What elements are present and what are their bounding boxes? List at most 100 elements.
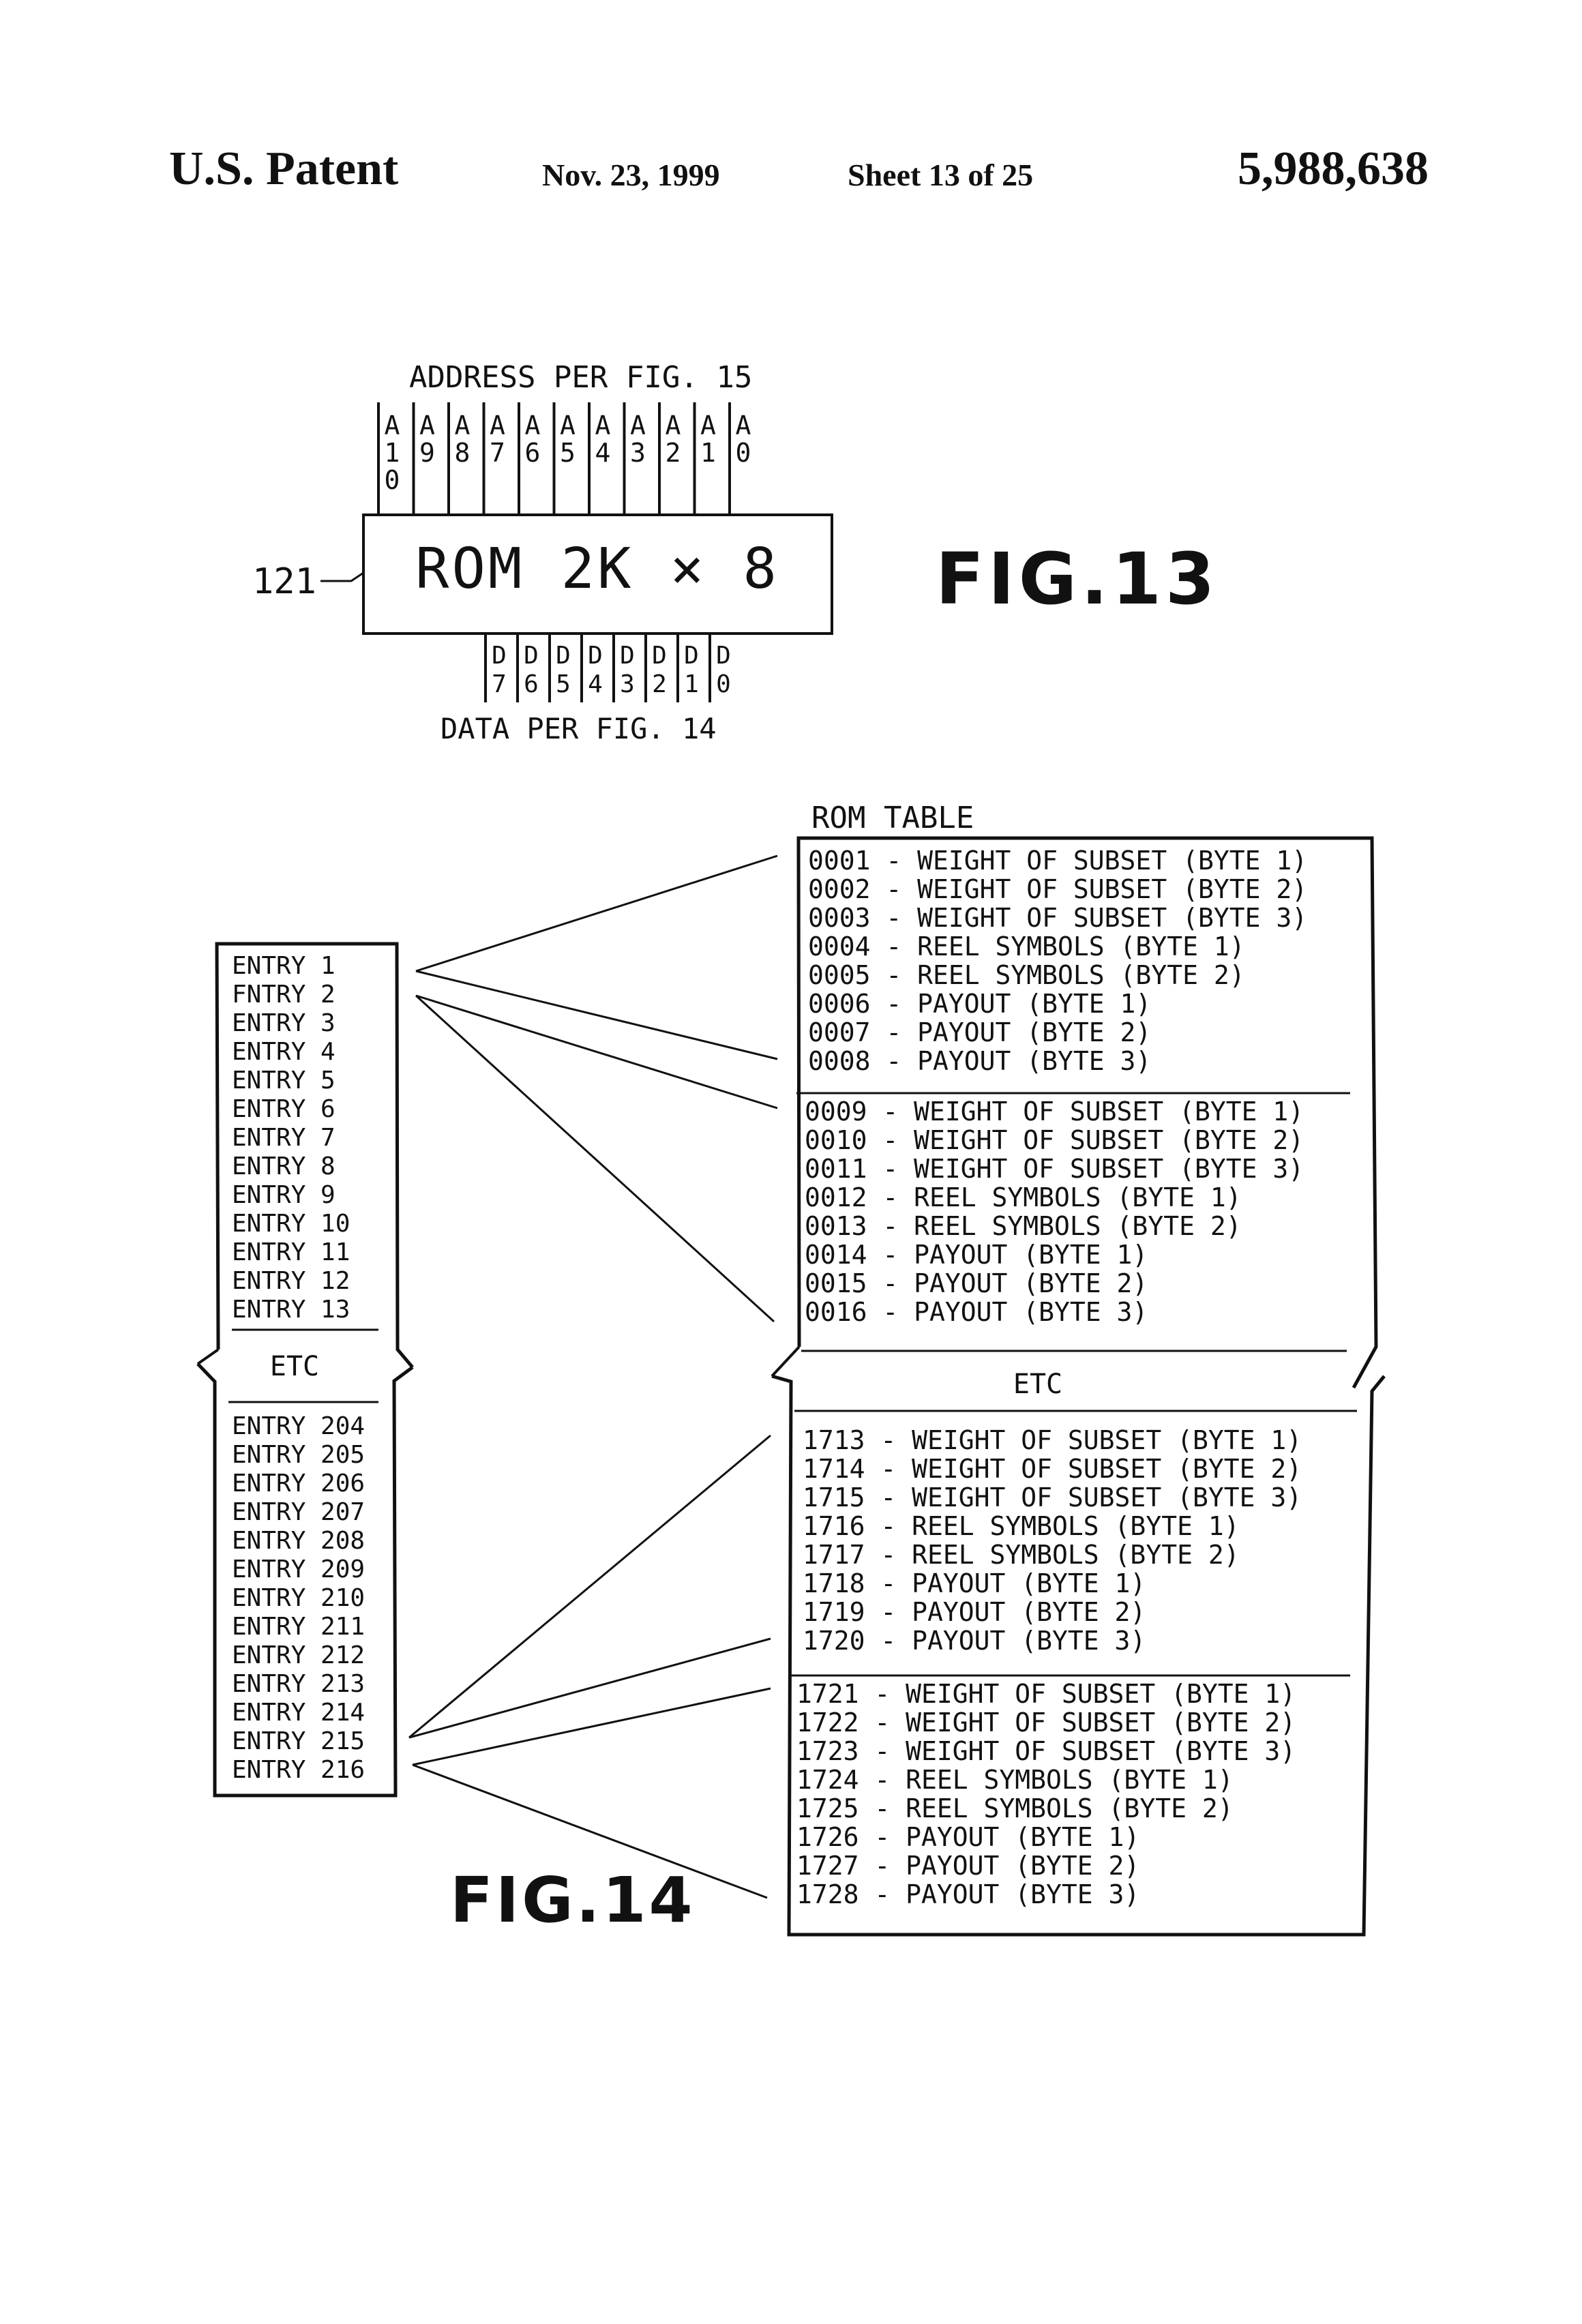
- entry-item: ENTRY 1: [232, 952, 335, 980]
- address-label: ADDRESS PER FIG. 15: [409, 360, 752, 395]
- rom-table-row: 1713 - WEIGHT OF SUBSET (BYTE 1): [803, 1425, 1302, 1455]
- address-pin-number-2: 0: [385, 465, 400, 495]
- entry-item: ENTRY 205: [232, 1441, 365, 1469]
- address-pin-number: 0: [736, 438, 751, 468]
- rom-table-row: 0003 - WEIGHT OF SUBSET (BYTE 3): [808, 903, 1307, 933]
- rom-table-row: 1721 - WEIGHT OF SUBSET (BYTE 1): [796, 1679, 1296, 1709]
- data-pins: D7D6D5D4D3D2D1D0: [486, 634, 731, 702]
- rom-table-row: 0004 - REEL SYMBOLS (BYTE 1): [808, 932, 1245, 962]
- rom-table-row: 1728 - PAYOUT (BYTE 3): [796, 1879, 1139, 1909]
- rom-table-row: 1714 - WEIGHT OF SUBSET (BYTE 2): [803, 1454, 1302, 1484]
- entry-item: ENTRY 210: [232, 1584, 365, 1612]
- entry-item: ENTRY 4: [232, 1038, 335, 1066]
- entry-list-top: ENTRY 1FNTRY 2ENTRY 3ENTRY 4ENTRY 5ENTRY…: [232, 952, 350, 1324]
- data-pin-letter: D: [524, 642, 539, 670]
- rom-table-title: ROM TABLE: [811, 801, 974, 835]
- entry-item: ENTRY 209: [232, 1555, 365, 1583]
- sheet-number: Sheet 13 of 25: [848, 158, 1033, 192]
- address-pin-letter: A: [700, 411, 716, 441]
- data-pin-number: 4: [588, 670, 603, 698]
- rom-table-row: 1726 - PAYOUT (BYTE 1): [796, 1822, 1139, 1852]
- address-pin-number: 6: [525, 438, 541, 468]
- entry-item: ENTRY 5: [232, 1067, 335, 1094]
- entry-item: ENTRY 8: [232, 1152, 335, 1180]
- rom-chip-label: ROM 2K × 8: [415, 537, 779, 601]
- entry-item: ENTRY 12: [232, 1267, 350, 1295]
- address-pin-number: 3: [630, 438, 646, 468]
- rom-table-row: 1722 - WEIGHT OF SUBSET (BYTE 2): [796, 1708, 1296, 1738]
- data-pin-number: 7: [492, 670, 507, 698]
- rom-table-row: 0010 - WEIGHT OF SUBSET (BYTE 2): [805, 1125, 1304, 1155]
- entry-item: ENTRY 6: [232, 1095, 335, 1123]
- data-pin-number: 0: [716, 670, 731, 698]
- address-pins: A10A9A8A7A6A5A4A3A2A1A0: [378, 402, 751, 515]
- entry-item: ENTRY 206: [232, 1470, 365, 1498]
- rom-table-row: 1724 - REEL SYMBOLS (BYTE 1): [796, 1765, 1234, 1795]
- rom-table-row: 0011 - WEIGHT OF SUBSET (BYTE 3): [805, 1154, 1304, 1184]
- connector-entry215-top: [409, 1435, 771, 1738]
- data-pin-number: 5: [556, 670, 571, 698]
- entry-list-etc: ETC: [270, 1351, 319, 1382]
- address-pin-letter: A: [666, 411, 681, 441]
- entry-item: ENTRY 211: [232, 1613, 365, 1641]
- address-pin-number: 7: [490, 438, 505, 468]
- rom-table-row: 1727 - PAYOUT (BYTE 2): [796, 1851, 1139, 1881]
- connector-entry1-top: [416, 856, 777, 971]
- rom-table-row: 0013 - REEL SYMBOLS (BYTE 2): [805, 1211, 1242, 1241]
- entry-item: FNTRY 2: [232, 981, 335, 1009]
- data-pin-number: 1: [684, 670, 699, 698]
- entry-item: ENTRY 204: [232, 1412, 365, 1440]
- connector-entry2-top: [416, 996, 777, 1108]
- data-label: DATA PER FIG. 14: [441, 712, 717, 745]
- address-pin-letter: A: [736, 411, 751, 441]
- reference-leader: [320, 573, 363, 581]
- rom-table-row: 0014 - PAYOUT (BYTE 1): [805, 1240, 1148, 1270]
- rom-table-row: 1716 - REEL SYMBOLS (BYTE 1): [803, 1511, 1240, 1541]
- entry-item: ENTRY 9: [232, 1181, 335, 1209]
- rom-table-row: 0006 - PAYOUT (BYTE 1): [808, 989, 1151, 1019]
- rom-table-row: 0016 - PAYOUT (BYTE 3): [805, 1297, 1148, 1327]
- address-pin-number: 1: [385, 438, 400, 468]
- address-pin-number: 5: [560, 438, 576, 468]
- address-pin-letter: A: [490, 411, 505, 441]
- data-pin-number: 6: [524, 670, 539, 698]
- entry-item: ENTRY 212: [232, 1641, 365, 1669]
- address-pin-letter: A: [595, 411, 611, 441]
- rom-table-row: 1720 - PAYOUT (BYTE 3): [803, 1626, 1146, 1656]
- data-pin-letter: D: [588, 642, 603, 670]
- data-pin-letter: D: [716, 642, 731, 670]
- entry-connectors: [409, 856, 777, 1898]
- rom-table-row: 0015 - PAYOUT (BYTE 2): [805, 1268, 1148, 1298]
- entry-item: ENTRY 10: [232, 1210, 350, 1238]
- fig14-caption: FIG.14: [450, 1864, 696, 1937]
- data-pin-letter: D: [652, 642, 667, 670]
- reference-numeral-121: 121: [252, 561, 316, 602]
- patent-title: U.S. Patent: [169, 143, 398, 195]
- address-pin-number: 8: [455, 438, 471, 468]
- data-pin-number: 2: [652, 670, 667, 698]
- entry-item: ENTRY 13: [232, 1296, 350, 1324]
- address-pin-number: 2: [666, 438, 681, 468]
- entry-item: ENTRY 213: [232, 1670, 365, 1698]
- address-pin-number: 4: [595, 438, 611, 468]
- patent-number: 5,988,638: [1238, 143, 1429, 195]
- entry-item: ENTRY 7: [232, 1124, 335, 1152]
- address-pin-letter: A: [630, 411, 646, 441]
- address-pin-number: 9: [419, 438, 435, 468]
- data-pin-letter: D: [492, 642, 507, 670]
- entry-item: ENTRY 214: [232, 1699, 365, 1727]
- address-pin-letter: A: [560, 411, 576, 441]
- rom-table-break-left: [772, 1347, 799, 1376]
- rom-table-row: 1719 - PAYOUT (BYTE 2): [803, 1597, 1146, 1627]
- data-pin-letter: D: [684, 642, 699, 670]
- rom-table-row: 0002 - WEIGHT OF SUBSET (BYTE 2): [808, 874, 1307, 904]
- entry-item: ENTRY 11: [232, 1238, 350, 1266]
- rom-table-row: 0009 - WEIGHT OF SUBSET (BYTE 1): [805, 1097, 1304, 1127]
- address-pin-letter: A: [419, 411, 435, 441]
- patent-date: Nov. 23, 1999: [542, 158, 720, 192]
- address-pin-letter: A: [455, 411, 471, 441]
- rom-table-row: 0005 - REEL SYMBOLS (BYTE 2): [808, 960, 1245, 990]
- entry-item: ENTRY 3: [232, 1009, 335, 1037]
- data-pin-letter: D: [620, 642, 635, 670]
